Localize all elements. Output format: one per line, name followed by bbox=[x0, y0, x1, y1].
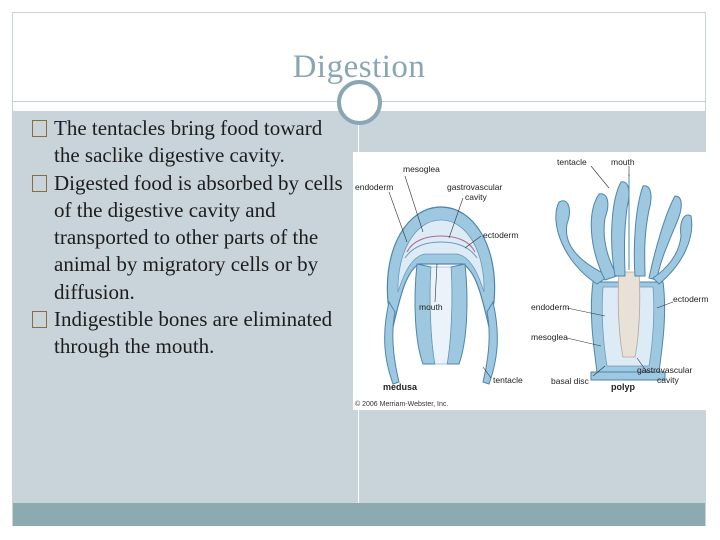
bullet-list: The tentacles bring food toward the sacl… bbox=[32, 115, 352, 361]
title-circle-ornament bbox=[337, 80, 382, 125]
cnidarian-diagram: mesoglea endoderm gastrovascular cavity … bbox=[353, 152, 708, 410]
medusa-label-ectoderm: ectoderm bbox=[483, 230, 518, 240]
cnidarian-diagram-svg: mesoglea endoderm gastrovascular cavity … bbox=[355, 157, 708, 408]
medusa-label-mouth: mouth bbox=[419, 302, 443, 312]
polyp-label-gastrovascular-2: cavity bbox=[657, 375, 679, 385]
bullet-text: The tentacles bring food toward the sacl… bbox=[54, 116, 323, 168]
footer-bar bbox=[13, 503, 705, 526]
polyp-label-ectoderm: ectoderm bbox=[673, 294, 708, 304]
title-rule-left bbox=[13, 101, 338, 102]
polyp-caption: polyp bbox=[611, 382, 636, 392]
medusa-label-mesoglea: mesoglea bbox=[403, 164, 440, 174]
medusa-label-tentacle: tentacle bbox=[493, 375, 523, 385]
polyp-label-mesoglea: mesoglea bbox=[531, 332, 568, 342]
title-rule-right bbox=[381, 101, 706, 102]
bullet-item: The tentacles bring food toward the sacl… bbox=[32, 115, 352, 170]
figure-copyright: © 2006 Merriam-Webster, Inc. bbox=[355, 400, 448, 408]
polyp-label-gastrovascular-1: gastrovascular bbox=[637, 365, 692, 375]
bullet-text: Digested food is absorbed by cells of th… bbox=[54, 170, 343, 304]
medusa-label-endoderm: endoderm bbox=[355, 182, 393, 192]
slide-title: Digestion bbox=[292, 49, 426, 85]
bullet-box-icon bbox=[32, 174, 47, 192]
bullet-box-icon bbox=[32, 120, 47, 137]
medusa-label-gastrovascular-2: cavity bbox=[465, 192, 487, 202]
bullet-item: Digested food is absorbed by cells of th… bbox=[32, 170, 352, 306]
medusa-caption: medusa bbox=[383, 382, 418, 392]
polyp-label-basal-disc: basal disc bbox=[551, 376, 590, 386]
medusa-label-gastrovascular-1: gastrovascular bbox=[447, 182, 502, 192]
polyp-label-endoderm: endoderm bbox=[531, 302, 569, 312]
polyp-drawing bbox=[555, 165, 693, 381]
bullet-box-icon bbox=[32, 311, 47, 329]
bullet-item: Indigestible bones are eliminated throug… bbox=[32, 306, 352, 361]
polyp-label-mouth: mouth bbox=[611, 157, 635, 167]
medusa-drawing bbox=[384, 175, 498, 385]
bullet-text: Indigestible bones are eliminated throug… bbox=[54, 307, 333, 359]
polyp-label-tentacle: tentacle bbox=[557, 157, 587, 167]
